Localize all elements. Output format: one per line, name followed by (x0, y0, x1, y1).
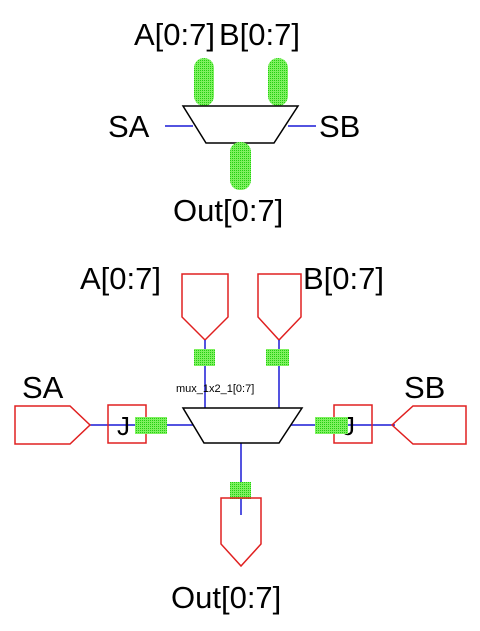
port-b (257, 273, 302, 342)
symbol-bus-b (268, 58, 288, 106)
pin-marker-out (230, 482, 251, 499)
port-sa (14, 405, 92, 445)
junction-left-label: J (117, 411, 130, 441)
symbol-label-out: Out[0:7] (173, 193, 283, 228)
pin-marker-b (266, 349, 289, 366)
symbol-bus-out (230, 142, 251, 190)
symbol-view: A[0:7] B[0:7] SA SB Out[0:7] (108, 17, 360, 228)
port-sb (390, 405, 467, 445)
symbol-label-sb: SB (319, 109, 360, 144)
symbol-label-b: B[0:7] (219, 17, 300, 52)
instance-name: mux_1x2_1[0:7] (176, 383, 254, 395)
port-out (220, 497, 262, 568)
pin-marker-sa (135, 417, 167, 434)
symbol-mux-body (181, 105, 300, 144)
schematic-label-sb: SB (404, 370, 445, 405)
port-a (181, 273, 229, 342)
schematic-label-sa: SA (22, 370, 64, 405)
symbol-label-sa: SA (108, 109, 150, 144)
schematic-label-b: B[0:7] (303, 261, 384, 296)
pin-marker-a (194, 349, 215, 366)
schematic-view: A[0:7] B[0:7] mux_1x2_1[0:7] SA J SB J (14, 261, 467, 615)
schematic-label-out: Out[0:7] (171, 580, 281, 615)
pin-marker-sb (315, 417, 348, 434)
symbol-bus-a (194, 58, 214, 106)
symbol-label-a: A[0:7] (134, 17, 215, 52)
schematic-label-a: A[0:7] (80, 261, 161, 296)
schematic-mux-body (181, 407, 304, 444)
